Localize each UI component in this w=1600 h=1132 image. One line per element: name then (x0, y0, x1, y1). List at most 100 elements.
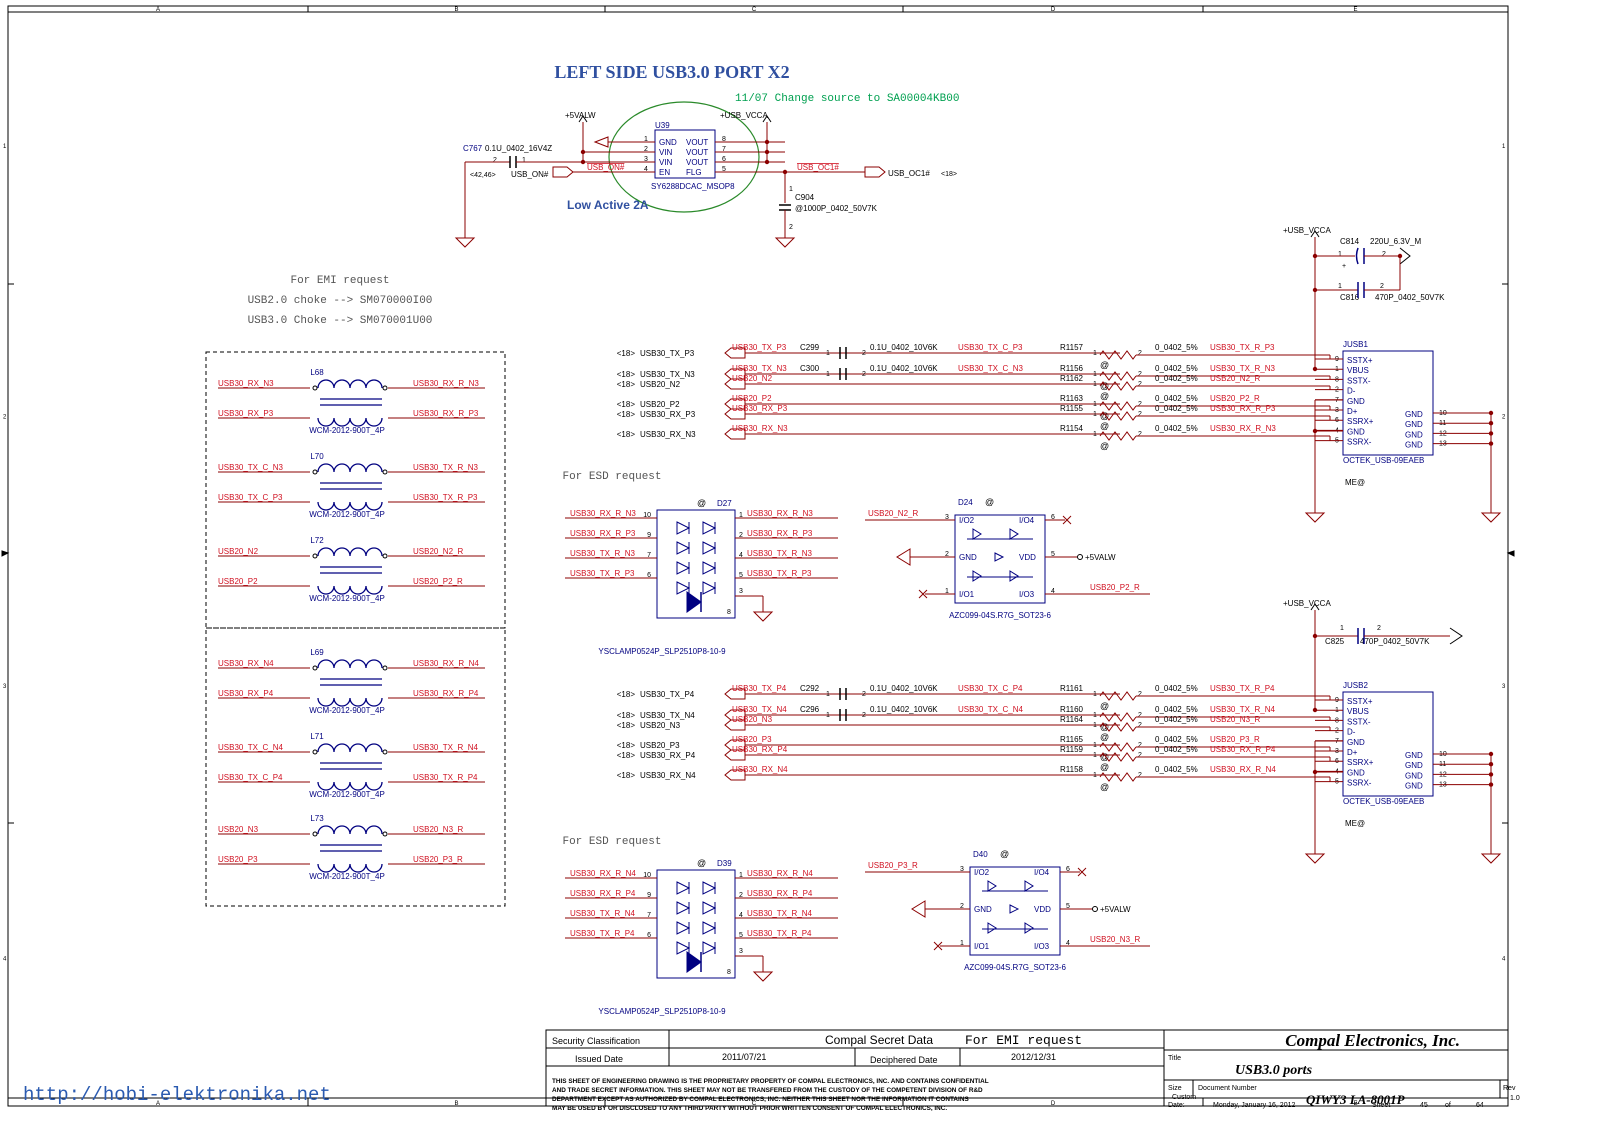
zone-col-label: E (1353, 7, 1357, 13)
res-value: 0_0402_5% (1155, 374, 1198, 383)
res-pin: 1 (1093, 371, 1097, 378)
esd-ref: D39 (717, 859, 732, 868)
emi-note: For EMI request (290, 275, 389, 287)
junction-dot (764, 159, 770, 165)
usb-vcc-label: +USB_VCCA (1283, 226, 1331, 235)
junction-dot (1312, 428, 1318, 434)
esd-pin: 7 (647, 552, 651, 559)
usb-gnd-pin: GND (1405, 410, 1423, 419)
resistor-icon (1099, 712, 1137, 722)
c904-pin: 2 (789, 224, 793, 231)
dot-marker (312, 553, 318, 559)
assembly-marker: @ (1100, 782, 1109, 792)
choke-net: USB20_P2 (218, 577, 258, 586)
net-label: USB30_RX_P3 (732, 404, 788, 413)
ground-icon (752, 611, 774, 622)
tb-rev: 1.0 (1510, 1095, 1520, 1102)
diode-icon (702, 881, 717, 895)
esd-pin: 6 (647, 572, 651, 579)
choke-net: USB30_TX_R_P4 (413, 773, 478, 782)
ground-icon (1304, 853, 1326, 864)
junction-dot (764, 149, 770, 155)
choke-part: WCM-2012-900T_4P (309, 510, 385, 519)
choke-net: USB30_TX_C_N4 (218, 743, 283, 752)
zone-col-label: D (1051, 7, 1056, 13)
junction-dot (1312, 707, 1318, 713)
choke-coil-icon (317, 463, 383, 473)
ground-icon (1304, 512, 1326, 523)
usb-gnd-pin: GND (1405, 420, 1423, 429)
cap-ref: C299 (800, 343, 820, 352)
choke-group-box (205, 351, 506, 629)
choke-coil-icon (317, 585, 383, 595)
cap-ref: C300 (800, 364, 820, 373)
cap-value: 0.1U_0402_10V6K (870, 684, 938, 693)
res-ref: R1161 (1060, 684, 1084, 693)
diode-icon (676, 521, 691, 535)
esd-pin: 1 (739, 872, 743, 879)
port-arrow-left (724, 378, 746, 390)
esd-small-pin-name: I/O4 (1019, 516, 1035, 525)
port-arrow-left (724, 769, 746, 781)
usb-pin-name: VBUS (1347, 707, 1369, 716)
choke-ref: L71 (310, 732, 324, 741)
zone-row-label: 4 (3, 957, 7, 963)
usb-oc-port: USB_OC1# (888, 169, 930, 178)
net-name: USB20_P2 (640, 400, 680, 409)
choke-net: USB30_RX_R_P4 (413, 689, 479, 698)
rail-arrow-icon (578, 115, 588, 123)
assembly-marker: @ (985, 497, 994, 507)
dot-marker (312, 665, 318, 671)
choke-coil-icon (317, 863, 383, 873)
rail-connector-icon (1077, 554, 1083, 560)
res-pin: 2 (1138, 722, 1142, 729)
usb-pin-name: D- (1347, 728, 1356, 737)
choke-ref: L73 (310, 814, 324, 823)
choke-coil-icon (317, 697, 383, 707)
res-ref: R1158 (1060, 765, 1084, 774)
net-ref: <18> (617, 711, 636, 720)
net-ref: <18> (617, 751, 636, 760)
esd-small-net: USB20_P2_R (1090, 583, 1140, 592)
diode-icon (702, 901, 717, 915)
dot-marker (382, 831, 388, 837)
c904-ref: C904 (795, 193, 815, 202)
c767-pin: 2 (493, 157, 497, 164)
dot-marker (312, 831, 318, 837)
choke-part: WCM-2012-900T_4P (309, 426, 385, 435)
esd-small-net: USB20_N3_R (1090, 935, 1140, 944)
res-pin: 2 (1138, 752, 1142, 759)
resistor-icon (1099, 401, 1137, 411)
res-net: USB30_TX_R_N4 (1210, 705, 1275, 714)
choke-part: WCM-2012-900T_4P (309, 594, 385, 603)
resistor-icon (1099, 381, 1137, 391)
esd-net: USB30_TX_R_P3 (570, 569, 635, 578)
assembly-marker: @ (1100, 421, 1109, 431)
res-pin: 2 (1138, 691, 1142, 698)
res-value: 0_0402_5% (1155, 343, 1198, 352)
esd-array-body (656, 509, 736, 619)
usb-pin-name: SSRX- (1347, 779, 1372, 788)
esd-part: YSCLAMP0524P_SLP2510P8-10-9 (598, 647, 726, 656)
res-value: 0_0402_5% (1155, 364, 1198, 373)
res-value: 0_0402_5% (1155, 404, 1198, 413)
usb-pin-name: GND (1347, 768, 1365, 777)
res-net: USB20_P3_R (1210, 735, 1260, 744)
net-name: USB30_RX_P3 (640, 410, 696, 419)
diode-icon (676, 581, 691, 595)
assembly-marker: @ (1100, 360, 1109, 370)
esd-small-ref: D40 (973, 850, 988, 859)
diode-icon (702, 921, 717, 935)
dot-marker (382, 385, 388, 391)
u39-pin-num: 7 (722, 146, 726, 153)
usb-pin-name: D+ (1347, 748, 1358, 757)
zone-col-label: C (752, 7, 757, 13)
zone-arrow-icon (1, 550, 10, 557)
cap-value: 470P_0402_50V7K (1375, 293, 1445, 302)
res-value: 0_0402_5% (1155, 684, 1198, 693)
resistor-icon (1099, 752, 1137, 762)
esd-small-body (954, 514, 1046, 604)
esd-small-part: AZC099-04S.R7G_SOT23-6 (964, 963, 1066, 972)
choke-coil-icon (317, 417, 383, 427)
net-label: USB30_RX_P4 (732, 745, 788, 754)
